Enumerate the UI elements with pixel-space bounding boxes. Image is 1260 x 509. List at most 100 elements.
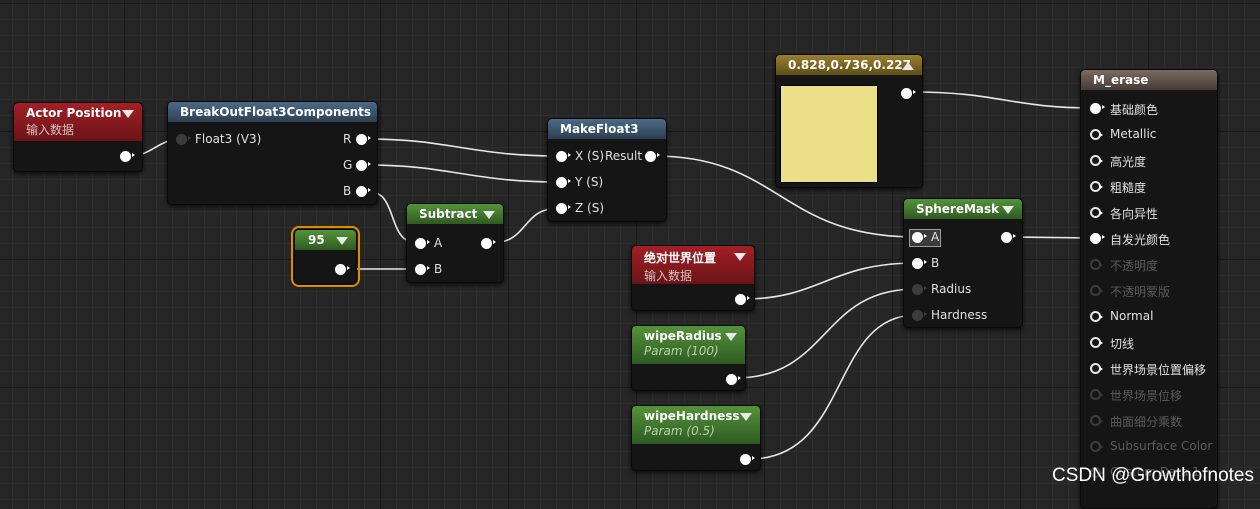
output-pin[interactable] — [335, 264, 350, 275]
input-pin-b[interactable] — [912, 258, 927, 269]
node-actor-position[interactable]: Actor Position 输入数据 — [13, 102, 143, 172]
node-header[interactable]: BreakOutFloat3Components — [168, 102, 377, 122]
pin-label-b: B — [931, 256, 940, 270]
output-pin[interactable] — [1001, 232, 1016, 243]
pin-label-g: G — [343, 158, 353, 172]
collapse-arrow-icon[interactable] — [336, 237, 348, 245]
output-pin[interactable] — [740, 454, 755, 465]
material-input-label: 基础颜色 — [1110, 103, 1159, 117]
material-input-label: Subsurface Color — [1110, 439, 1213, 453]
node-header[interactable]: 绝对世界位置 输入数据 — [632, 246, 754, 284]
material-input-pin[interactable] — [1090, 363, 1103, 374]
material-input-label: 世界场景位移 — [1110, 389, 1183, 403]
wire-hardness-to-sphere-hardness — [749, 314, 917, 460]
material-input-pin[interactable] — [1090, 467, 1103, 478]
input-pin-hardness[interactable] — [912, 310, 927, 321]
node-header[interactable]: Actor Position 输入数据 — [14, 103, 142, 141]
node-header[interactable]: 0.828,0.736,0.227 — [776, 55, 922, 75]
node-title: wipeHardness — [644, 409, 740, 423]
output-pin[interactable] — [735, 294, 750, 305]
output-pin-result[interactable] — [645, 151, 660, 162]
node-title: 绝对世界位置 — [644, 251, 717, 265]
material-input-pin[interactable] — [1090, 441, 1103, 452]
node-spheremask[interactable]: SphereMask A B Radius Hardness — [903, 198, 1023, 328]
node-title: Subtract — [419, 207, 478, 221]
node-title: wipeRadius — [644, 329, 722, 343]
node-title: SphereMask — [916, 202, 1000, 216]
node-title: Actor Position — [26, 106, 122, 120]
material-input-pin[interactable] — [1090, 233, 1105, 244]
node-header[interactable]: wipeRadius Param (100) — [632, 326, 745, 364]
material-input-label: 粗糙度 — [1110, 181, 1147, 195]
wire-r-to-x — [366, 138, 561, 157]
node-absolute-world-position[interactable]: 绝对世界位置 输入数据 — [631, 245, 755, 311]
color-swatch[interactable] — [780, 85, 878, 183]
node-header[interactable]: wipeHardness Param (0.5) — [632, 406, 760, 444]
input-pin-y[interactable] — [556, 177, 571, 188]
output-pin[interactable] — [901, 88, 916, 99]
material-input-pin[interactable] — [1090, 389, 1103, 400]
node-header[interactable]: M_erase — [1081, 70, 1217, 90]
node-makefloat3[interactable]: MakeFloat3 X (S) Result Y (S) Z (S) — [547, 118, 667, 222]
node-header[interactable]: Subtract — [407, 204, 503, 224]
node-subtitle: 输入数据 — [26, 123, 75, 137]
input-pin-float3[interactable] — [176, 134, 191, 145]
material-input-label: 各向异性 — [1110, 207, 1159, 221]
output-pin-g[interactable] — [356, 160, 371, 171]
material-input-label: 自发光颜色 — [1110, 233, 1171, 247]
node-header[interactable]: MakeFloat3 — [548, 119, 666, 139]
node-wipe-hardness[interactable]: wipeHardness Param (0.5) — [631, 405, 761, 471]
output-pin[interactable] — [726, 374, 741, 385]
node-wipe-radius[interactable]: wipeRadius Param (100) — [631, 325, 746, 391]
material-input-label: 不透明蒙版 — [1110, 285, 1171, 299]
material-input-label: Custom Data 1 — [1110, 465, 1200, 479]
pin-label-result: Result — [605, 149, 643, 163]
node-title: BreakOutFloat3Components — [180, 105, 371, 119]
node-header[interactable]: SphereMask — [904, 199, 1022, 219]
collapse-arrow-icon[interactable] — [902, 62, 914, 70]
collapse-arrow-icon[interactable] — [734, 253, 746, 261]
input-pin-x[interactable] — [556, 151, 571, 162]
pin-label-b: B — [343, 184, 352, 198]
wire-worldpos-to-sphere-b — [743, 262, 917, 300]
material-input-pin[interactable] — [1090, 129, 1103, 140]
output-pin-b[interactable] — [356, 186, 371, 197]
node-constant[interactable]: 95 — [291, 226, 360, 287]
collapse-arrow-icon[interactable] — [122, 110, 134, 118]
output-pin-r[interactable] — [356, 134, 371, 145]
material-input-pin[interactable] — [1090, 259, 1103, 270]
output-pin[interactable] — [120, 151, 135, 162]
node-title: MakeFloat3 — [560, 122, 639, 136]
collapse-arrow-icon[interactable] — [483, 211, 495, 219]
node-subtitle: 输入数据 — [644, 269, 693, 283]
input-pin-a[interactable] — [415, 238, 430, 249]
color-value-title: 0.828,0.736,0.227 — [788, 58, 911, 72]
material-input-pin[interactable] — [1090, 311, 1103, 322]
material-input-pin[interactable] — [1090, 207, 1103, 218]
input-pin-z[interactable] — [556, 203, 571, 214]
material-input-pin[interactable] — [1090, 155, 1103, 166]
node-breakout-float3[interactable]: BreakOutFloat3Components Float3 (V3) R G… — [167, 101, 378, 205]
node-header[interactable]: 95 — [295, 230, 356, 250]
collapse-arrow-icon[interactable] — [1002, 206, 1014, 214]
collapse-arrow-icon[interactable] — [740, 413, 752, 421]
node-subtract[interactable]: Subtract A B — [406, 203, 504, 283]
pin-label-a: A — [931, 230, 940, 244]
input-pin-a[interactable] — [912, 232, 927, 243]
input-pin-b[interactable] — [415, 264, 430, 275]
pin-label-x: X (S) — [575, 149, 605, 163]
material-input-pin[interactable] — [1090, 181, 1103, 192]
material-input-pin[interactable] — [1090, 103, 1105, 114]
material-input-pin[interactable] — [1090, 285, 1103, 296]
output-pin[interactable] — [481, 238, 496, 249]
material-input-pin[interactable] — [1090, 415, 1103, 426]
input-pin-radius[interactable] — [912, 284, 927, 295]
node-color-constant[interactable]: 0.828,0.736,0.227 — [775, 54, 923, 188]
pin-label-a: A — [434, 236, 443, 250]
wire-g-to-y — [366, 164, 561, 183]
pin-label-r: R — [343, 132, 352, 146]
collapse-arrow-icon[interactable] — [725, 333, 737, 341]
material-input-pin[interactable] — [1090, 337, 1103, 348]
wire-color-to-basecolor — [911, 91, 1095, 109]
